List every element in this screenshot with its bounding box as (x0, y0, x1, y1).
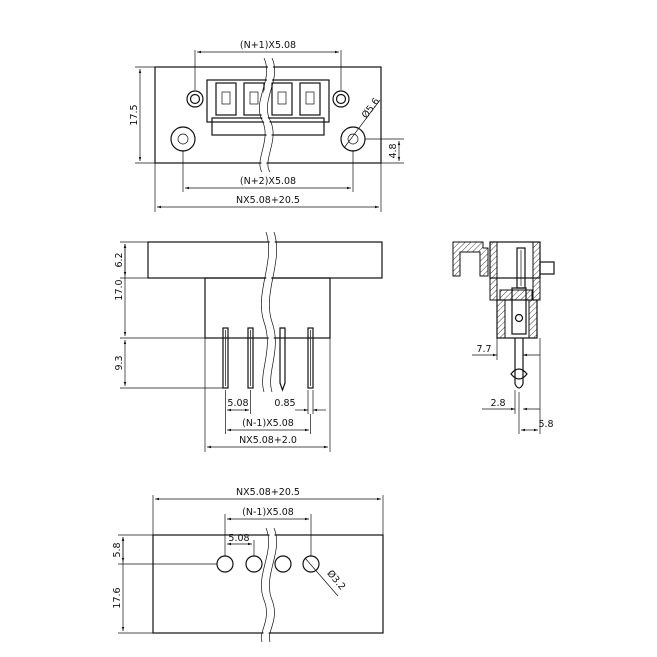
side-view: 7.7 2.8 5.8 (452, 241, 555, 434)
front-pitch-total-label: (N-1)X5.08 (242, 418, 294, 429)
top-pitch-bottom-label: (N+2)X5.08 (240, 176, 296, 187)
top-width-label: NX5.08+20.5 (236, 195, 300, 206)
top-height-label: 17.5 (129, 104, 140, 125)
side-dim-b-label: 2.8 (490, 398, 505, 409)
side-dim-a-label: 7.7 (476, 344, 491, 355)
side-pin-tip (514, 383, 524, 389)
top-view: (N+1)X5.08 (N+2)X5.08 NX5.08+20.5 17.5 Ø… (129, 40, 404, 212)
panel-hole-dia-label: Ø3.2 (324, 568, 347, 592)
panel-width-label: NX5.08+20.5 (236, 487, 300, 498)
front-body-label: 17.0 (114, 279, 125, 300)
side-pin-block (511, 287, 527, 335)
side-dim-c-label: 5.8 (538, 419, 553, 430)
panel-height-label: 17.6 (112, 587, 123, 608)
front-flange-label: 6.2 (114, 252, 125, 267)
front-flange (147, 241, 383, 279)
plug-contacts (215, 82, 321, 116)
front-pins (222, 327, 314, 392)
side-latch (539, 261, 555, 275)
screw-hole-left (186, 90, 204, 108)
front-pin-width-label: 0.85 (274, 398, 295, 409)
panel-hole-2 (245, 555, 263, 573)
front-view: 6.2 17.0 9.3 5.08 0.85 (N-1)X5.08 NX5.08… (114, 231, 383, 452)
mount-hole-left (170, 126, 196, 152)
top-offset-label: 4.8 (388, 143, 399, 158)
panel-top-offset-label: 5.8 (112, 542, 123, 557)
screw-hole-right (332, 90, 350, 108)
front-pin-length-label: 9.3 (114, 355, 125, 370)
side-pin-hole (514, 313, 524, 323)
panel-hole-1 (216, 555, 234, 573)
panel-pin-pitch-label: 5.08 (228, 533, 249, 544)
top-hole-dia-label: Ø5.6 (360, 96, 382, 121)
panel-pitch-label: (N-1)X5.08 (242, 507, 294, 518)
side-flange-section (452, 241, 489, 277)
panel-view: NX5.08+20.5 (N-1)X5.08 5.08 5.8 17.6 Ø3.… (112, 487, 384, 643)
front-width-label: NX5.08+2.0 (239, 435, 297, 446)
panel-hole-3 (274, 555, 292, 573)
front-pin-pitch-label: 5.08 (227, 398, 248, 409)
top-pitch-label: (N+1)X5.08 (240, 40, 296, 51)
